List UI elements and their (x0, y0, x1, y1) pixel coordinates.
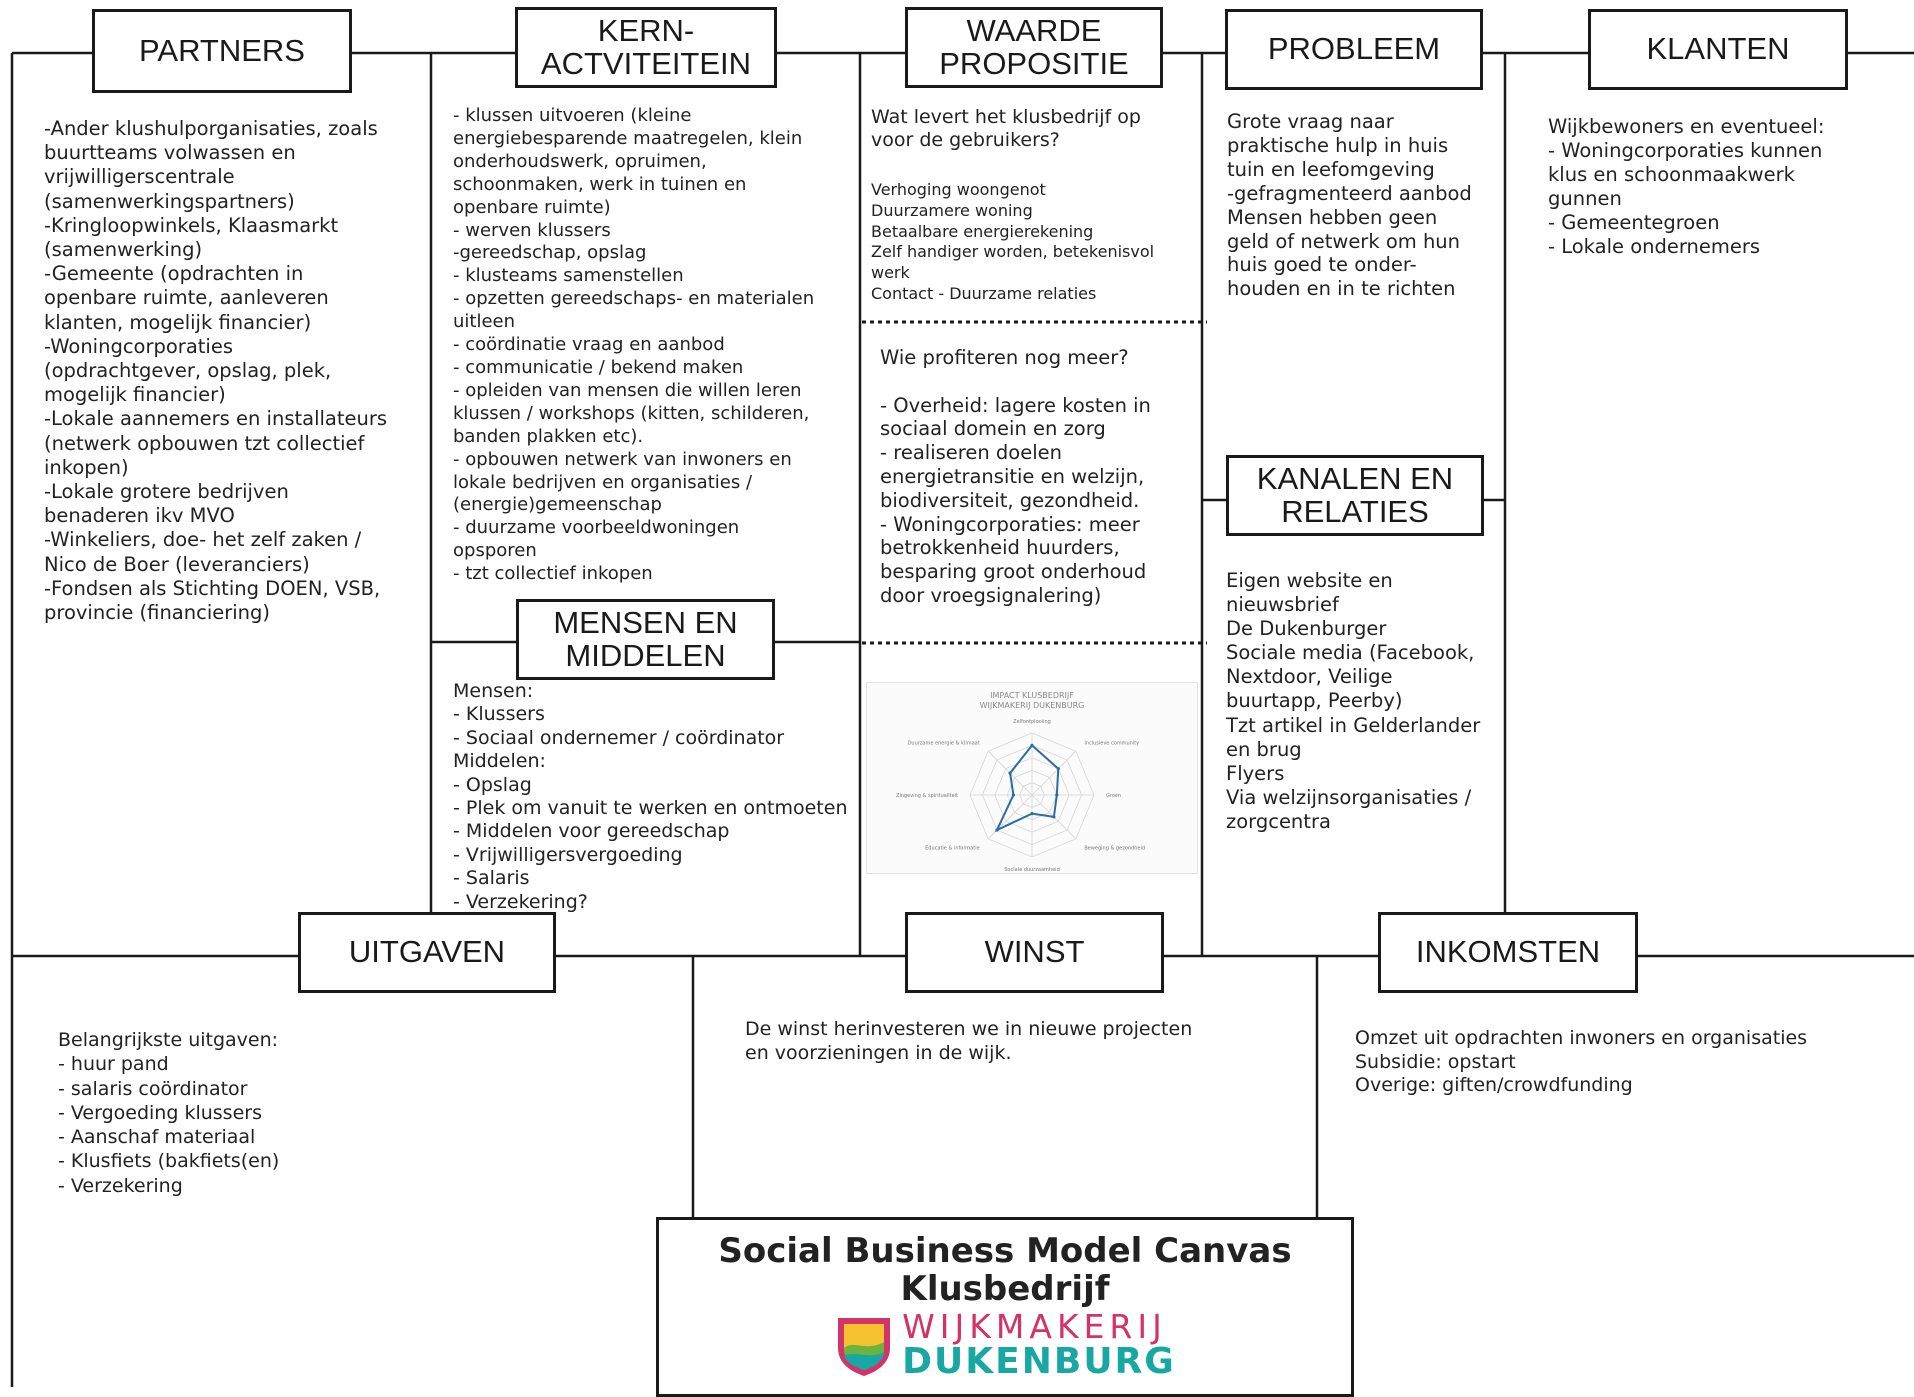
kern-activiteiten-text: - klussen uitvoeren (kleine energiebespa… (453, 105, 815, 585)
radar-category-label: Zelfontplooiing (1013, 719, 1051, 725)
radar-data-point (1055, 793, 1059, 797)
impact-radar-chart: IMPACT KLUSBEDRIJF WIJKMAKERIJ DUKENBURG… (866, 682, 1198, 874)
shield-logo-icon (838, 1318, 891, 1376)
winst-text: De winst herinvesteren we in nieuwe proj… (745, 1018, 1193, 1064)
radar-data-point (1011, 793, 1015, 797)
waarde-list: Verhoging woongenot Duurzamere woning Be… (871, 180, 1155, 303)
radar-category-label: Duurzame energie & klimaat (908, 741, 980, 747)
klanten-text: Wijkbewoners en eventueel: - Woningcorpo… (1548, 115, 1825, 258)
waarde-question: Wat levert het klusbedrijf op voor de ge… (871, 106, 1141, 151)
radar-category-label: Zingeving & spiritualiteit (896, 793, 958, 799)
radar-data-point (1030, 743, 1034, 747)
header-kanalen-relaties: KANALEN EN RELATIES (1226, 455, 1484, 536)
header-waarde-propositie: WAARDE PROPOSITIE (905, 7, 1163, 88)
radar-data-point (1052, 815, 1056, 819)
header-winst: WINST (905, 912, 1164, 993)
logo: WIJKMAKERIJ DUKENBURG (659, 1310, 1351, 1380)
chart-title: IMPACT KLUSBEDRIJF WIJKMAKERIJ DUKENBURG (979, 691, 1085, 710)
uitgaven-text: Belangrijkste uitgaven: - huur pand - sa… (58, 1029, 280, 1197)
logo-text-dukenburg: DUKENBURG (902, 1341, 1176, 1382)
waarde-profit-text: Wie profiteren nog meer? - Overheid: lag… (880, 346, 1151, 607)
mensen-middelen-text: Mensen: - Klussers - Sociaal ondernemer … (453, 680, 848, 913)
radar-category-label: Inclusieve community (1084, 741, 1139, 747)
kanalen-relaties-text: Eigen website en nieuwsbrief De Dukenbur… (1226, 569, 1481, 833)
radar-category-label: Groen (1106, 793, 1121, 799)
radar-category-label: Beweging & gezondheid (1084, 845, 1145, 851)
inkomsten-text: Omzet uit opdrachten inwoners en organis… (1355, 1027, 1808, 1096)
radar-category-label: Sociale duurzaamheid (1004, 867, 1060, 873)
header-partners: PARTNERS (92, 9, 352, 93)
probleem-text: Grote vraag naar praktische hulp in huis… (1227, 110, 1472, 301)
radar-series-line (994, 743, 1060, 833)
radar-axis-spoke (1031, 750, 1077, 796)
radar-data-point (1030, 812, 1034, 816)
canvas-title-box: Social Business Model Canvas Klusbedrijf… (656, 1217, 1354, 1397)
partners-text: -Ander klushulporganisaties, zoals buurt… (44, 117, 388, 625)
radar-category-label: Educatie & informatie (925, 845, 980, 851)
header-mensen-middelen: MENSEN EN MIDDELEN (516, 599, 775, 680)
header-klanten: KLANTEN (1588, 9, 1848, 90)
logo-text-wijkmakerij: WIJKMAKERIJ (902, 1307, 1167, 1346)
header-inkomsten: INKOMSTEN (1378, 912, 1638, 993)
radar-data-point (1008, 771, 1012, 775)
header-kern-activiteiten: KERN- ACTVITEITEIN (515, 7, 777, 88)
canvas-title: Social Business Model Canvas Klusbedrijf (718, 1231, 1292, 1309)
header-uitgaven: UITGAVEN (298, 912, 556, 993)
radar-data-point (995, 828, 999, 832)
radar-data-point (1056, 767, 1060, 771)
header-probleem: PROBLEEM (1225, 9, 1483, 90)
